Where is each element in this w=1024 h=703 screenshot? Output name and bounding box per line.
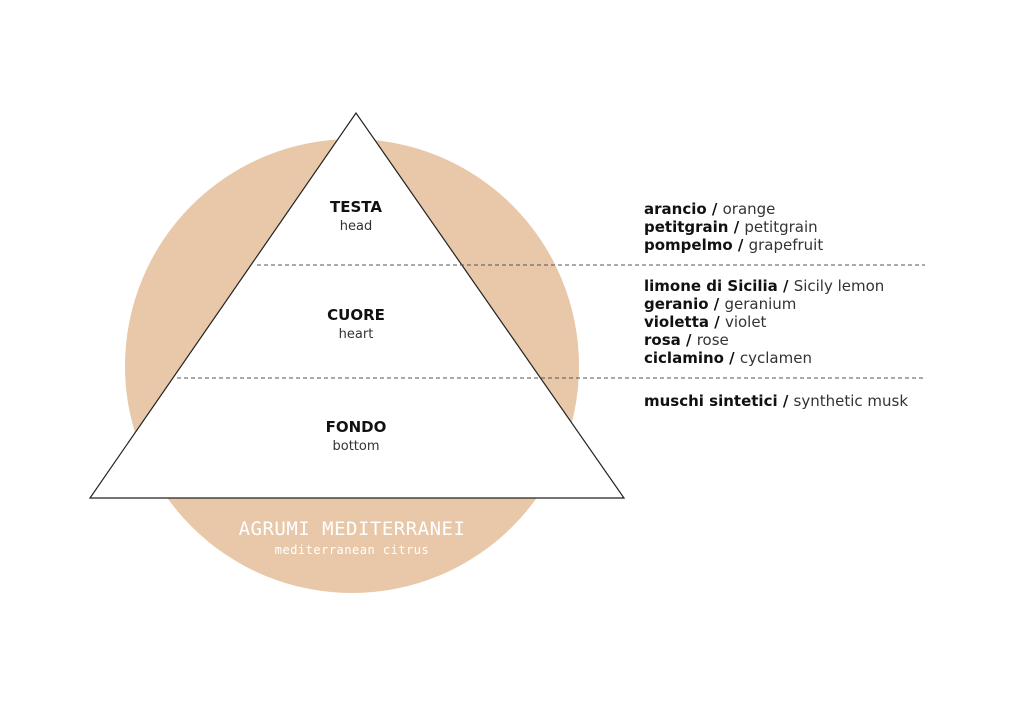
note-item: arancio / orange xyxy=(644,200,775,218)
notes-list-base: muschi sintetici / synthetic musk xyxy=(644,392,908,410)
note-italian: petitgrain / xyxy=(644,218,744,236)
note-item: pompelmo / grapefruit xyxy=(644,236,823,254)
tier-name: CUORE xyxy=(327,306,385,324)
note-italian: limone di Sicilia / xyxy=(644,277,794,295)
note-item: ciclamino / cyclamen xyxy=(644,349,812,367)
note-item: petitgrain / petitgrain xyxy=(644,218,818,236)
note-italian: rosa / xyxy=(644,331,697,349)
note-italian: violetta / xyxy=(644,313,725,331)
note-english: rose xyxy=(697,331,729,349)
note-pyramid xyxy=(88,111,626,499)
notes-list-heart: limone di Sicilia / Sicily lemongeranio … xyxy=(644,277,884,367)
note-item: violetta / violet xyxy=(644,313,767,331)
note-english: grapefruit xyxy=(749,236,824,254)
tier-subtitle: heart xyxy=(339,327,374,342)
note-item: muschi sintetici / synthetic musk xyxy=(644,392,908,410)
collection-title: AGRUMI MEDITERRANEI xyxy=(239,518,466,540)
note-italian: ciclamino / xyxy=(644,349,740,367)
note-english: petitgrain xyxy=(744,218,817,236)
note-italian: arancio / xyxy=(644,200,723,218)
note-english: cyclamen xyxy=(740,349,812,367)
note-italian: muschi sintetici / xyxy=(644,392,794,410)
tier-heart-label: CUORE heart xyxy=(327,306,385,342)
tier-base-label: FONDO bottom xyxy=(326,418,387,454)
collection-subtitle: mediterranean citrus xyxy=(275,543,430,557)
note-english: orange xyxy=(723,200,776,218)
note-english: geranium xyxy=(724,295,796,313)
note-italian: pompelmo / xyxy=(644,236,749,254)
tier-head-label: TESTA head xyxy=(330,198,382,234)
tier-subtitle: bottom xyxy=(332,439,379,454)
note-italian: geranio / xyxy=(644,295,724,313)
note-english: Sicily lemon xyxy=(794,277,885,295)
tier-name: TESTA xyxy=(330,198,382,216)
tier-name: FONDO xyxy=(326,418,387,436)
tier-subtitle: head xyxy=(340,219,372,234)
note-english: synthetic musk xyxy=(794,392,909,410)
note-item: rosa / rose xyxy=(644,331,729,349)
note-english: violet xyxy=(725,313,767,331)
note-item: geranio / geranium xyxy=(644,295,796,313)
note-item: limone di Sicilia / Sicily lemon xyxy=(644,277,884,295)
